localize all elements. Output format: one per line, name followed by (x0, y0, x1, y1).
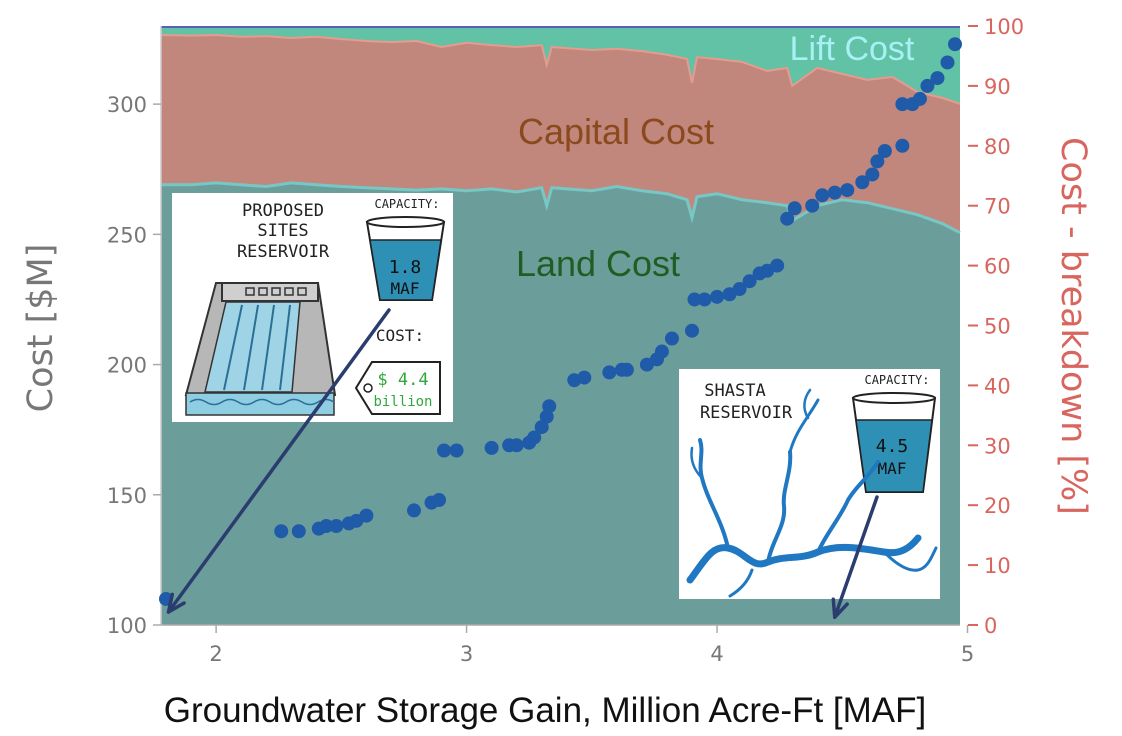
data-point (527, 430, 542, 445)
sites-capacity-unit: MAF (391, 279, 420, 298)
data-point (912, 91, 927, 106)
y2-tick-label: 50 (984, 315, 1011, 339)
data-point (787, 201, 802, 216)
shasta-arrow-head (831, 597, 849, 619)
sites-title-line-2: SITES (257, 221, 308, 241)
area-label-land: Land Cost (516, 243, 680, 284)
data-point (359, 508, 374, 523)
data-point (619, 362, 634, 377)
data-point (815, 188, 830, 203)
data-point (895, 97, 910, 112)
bucket-icon-sites (365, 216, 446, 301)
data-point (542, 399, 557, 414)
data-point (406, 503, 421, 518)
data-point (805, 198, 820, 213)
scatter-points (159, 37, 962, 606)
x-axis-title: Groundwater Storage Gain, Million Acre-F… (164, 691, 927, 730)
data-point (534, 420, 549, 435)
dam-icon (184, 282, 337, 416)
bucket-icon-shasta (851, 392, 937, 493)
sites-title-line-1: PROPOSED (242, 201, 324, 221)
x-tick-label: 2 (209, 642, 222, 666)
data-point (319, 519, 334, 534)
y-tick-label: 300 (107, 93, 147, 117)
y-tick-label: 200 (107, 354, 147, 378)
data-point (770, 258, 785, 273)
data-point (484, 440, 499, 455)
data-point (947, 37, 962, 52)
sites-cost-label: COST: (376, 326, 424, 345)
sites-cost-unit: billion (373, 394, 432, 410)
data-point (432, 492, 447, 507)
price-tag-icon (354, 361, 441, 415)
y2-tick-label: 0 (984, 614, 997, 638)
shasta-reservoir-inset: SHASTA RESERVOIR CAPACITY: 4.5 MAF (679, 369, 940, 599)
axes: 2 3 4 5 100 150 200 250 300 0 10 20 30 40 50 60 70 80 90 10… (107, 15, 1024, 666)
shasta-title-line-1: SHASTA (704, 381, 765, 401)
data-point (602, 365, 617, 380)
data-point (870, 154, 885, 169)
y-tick-label: 250 (107, 223, 147, 247)
data-point (274, 524, 289, 539)
y-tick-label: 100 (107, 614, 147, 638)
shasta-capacity-unit: MAF (878, 459, 907, 478)
data-point (437, 443, 452, 458)
data-point (895, 138, 910, 153)
y2-tick-label: 80 (984, 135, 1011, 159)
x-tick-label: 4 (710, 642, 723, 666)
data-point (840, 183, 855, 198)
sites-title-line-3: RESERVOIR (237, 242, 330, 262)
sites-arrow (166, 308, 391, 614)
y2-tick-label: 90 (984, 75, 1011, 99)
data-point (865, 167, 880, 182)
y2-tick-label: 60 (984, 255, 1011, 279)
capital-cost-edge (160, 33, 961, 105)
data-point (710, 289, 725, 304)
data-point (920, 78, 935, 93)
y-axis-title: Cost [$M] (21, 244, 61, 413)
data-point (732, 282, 747, 297)
area-label-lift: Lift Cost (790, 30, 915, 68)
data-point (697, 292, 712, 307)
y-tick-label: 150 (107, 484, 147, 508)
data-point (877, 144, 892, 159)
sites-cost-value: $ 4.4 (377, 370, 428, 390)
sites-capacity-value: 1.8 (389, 257, 422, 278)
y2-tick-label: 20 (984, 494, 1011, 518)
shasta-arrow (833, 495, 879, 619)
y2-tick-label: 100 (984, 15, 1024, 39)
data-point (329, 519, 344, 534)
shasta-capacity-value: 4.5 (876, 436, 909, 457)
data-point (449, 443, 464, 458)
data-point (291, 524, 306, 539)
data-point (684, 323, 699, 338)
y2-tick-label: 70 (984, 195, 1011, 219)
x-tick-label: 5 (961, 642, 974, 666)
shasta-capacity-label: CAPACITY: (864, 373, 929, 387)
lake-map-icon (686, 388, 938, 598)
data-point (509, 438, 524, 453)
data-point (855, 175, 870, 190)
data-point (827, 185, 842, 200)
data-point (664, 331, 679, 346)
y2-axis-title: Cost - breakdown [%] (1053, 137, 1093, 515)
data-point (780, 211, 795, 226)
data-point (654, 344, 669, 359)
y2-tick-label: 10 (984, 554, 1011, 578)
data-point (687, 292, 702, 307)
data-point (742, 274, 757, 289)
annotation-arrows (166, 308, 879, 619)
data-point (930, 71, 945, 86)
y2-tick-label: 30 (984, 434, 1011, 458)
sites-reservoir-inset: PROPOSED SITES RESERVOIR CAPACITY: 1.8 M… (172, 193, 453, 422)
shasta-title-line-2: RESERVOIR (700, 403, 793, 423)
sites-capacity-label: CAPACITY: (374, 197, 439, 211)
area-label-capital: Capital Cost (518, 111, 714, 152)
sites-arrow-head (166, 592, 186, 614)
data-point (940, 55, 955, 70)
data-point (577, 370, 592, 385)
x-tick-label: 3 (460, 642, 473, 666)
y2-tick-label: 40 (984, 374, 1011, 398)
